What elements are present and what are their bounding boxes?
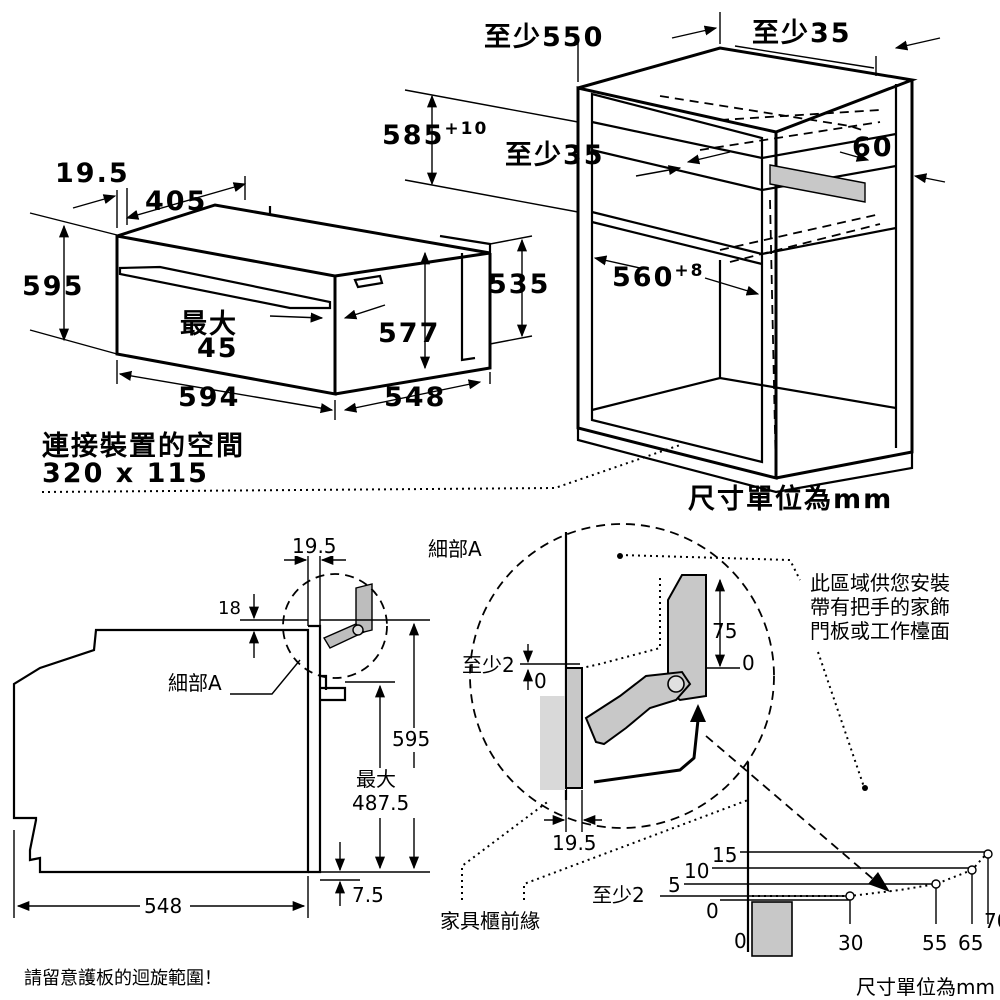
panel-offset-label: 19.5 [292,534,337,558]
cabinet-height-tol: +10 [444,119,488,139]
detail-zero-label: 0 [534,669,547,693]
cabinet-gap-label: 至少35 [505,140,605,171]
area-note-line1: 此區域供您安裝 [810,571,950,595]
cabinet-isometric [576,46,918,494]
detail-gap-label: 至少2 [462,653,515,677]
oven-body-height-label: 577 [378,318,440,349]
oven-dimensions [29,176,533,420]
cabinet-width-value: 560 [612,262,674,293]
max-label-side: 最大 [356,767,396,791]
connection-space-label: 連接裝置的空間 [42,430,245,462]
scale-10-label: 10 [684,859,709,883]
scale-0-label: 0 [706,899,719,923]
cabinet-width-label: 560+8 [612,261,704,293]
height-595-label: 595 [392,727,430,751]
oven-depth-body-label: 548 [384,382,446,413]
max-value: 45 [197,333,239,364]
gap-7-5-label: 7.5 [352,883,384,907]
oven-dimension-labels: 595 577 535 594 548 19.5 405 最大 45 連接裝置的… [22,158,550,489]
scale-5-label: 5 [668,873,681,897]
cabinet-dimension-labels: 至少550 至少35 585+10 至少35 60 560+8 尺寸單位為mm [382,18,894,515]
clearance-scale-labels: 15 10 5 至少2 0 0 30 55 65 70 尺寸單位為mm [592,843,1000,999]
side-view-labels: 19.5 18 細部A 595 最大 487.5 7.5 548 請留意護板的迴… [24,534,436,989]
area-note-line2: 帶有把手的家飾 [810,595,950,619]
connection-leader [41,444,681,493]
detail-a-labels: 細部A 至少2 0 75 0 19.5 家具櫃前緣 此區域供您安裝 帶有把手的家… [428,537,950,933]
panel-thickness-label: 19.5 [55,158,130,189]
scale-x0-label: 0 [734,929,747,953]
cabinet-vent-label: 60 [852,132,894,163]
oven-height-label: 595 [22,271,84,302]
area-note-line3: 門板或工作檯面 [810,619,950,643]
depth-548-label: 548 [144,894,182,918]
furniture-edge-label: 家具櫃前緣 [440,909,540,933]
detail-75-label: 75 [712,619,737,643]
scale-x70-label: 70 [984,909,1000,933]
oven-isometric [115,203,492,396]
detail-a-view [461,523,890,900]
cabinet-side-gap-label: 至少35 [752,18,852,49]
top-width-label: 405 [145,186,207,217]
warning-text: 請留意護板的迴旋範圍！ [24,968,222,989]
scale-15-label: 15 [712,843,737,867]
oven-side-height-label: 535 [488,269,550,300]
cabinet-width-tol: +8 [674,261,704,281]
cabinet-height-label: 585+10 [382,119,488,151]
clearance-scale [660,762,993,957]
detail-a-label-left: 細部A [168,671,222,695]
cabinet-height-value: 585 [382,120,444,151]
bottom-unit-label: 尺寸單位為mm [856,975,995,999]
detail-offset-label: 19.5 [552,831,597,855]
connection-space-size: 320 x 115 [42,458,209,489]
top-unit-label: 尺寸單位為mm [688,483,893,515]
gap-18-label: 18 [218,598,241,619]
oven-side-view [12,573,388,874]
max-label: 最大 [180,309,238,340]
scale-gap-label: 至少2 [592,883,645,907]
detail-a-label-top: 細部A [428,537,482,561]
detail-zero2-label: 0 [742,651,755,675]
cabinet-depth-label: 至少550 [484,22,604,53]
scale-x65-label: 65 [958,931,983,955]
oven-depth-total-label: 594 [178,382,240,413]
cabinet-dimensions [404,12,946,296]
scale-x55-label: 55 [922,931,947,955]
scale-x30-label: 30 [838,931,863,955]
max-value-side: 487.5 [352,791,409,815]
